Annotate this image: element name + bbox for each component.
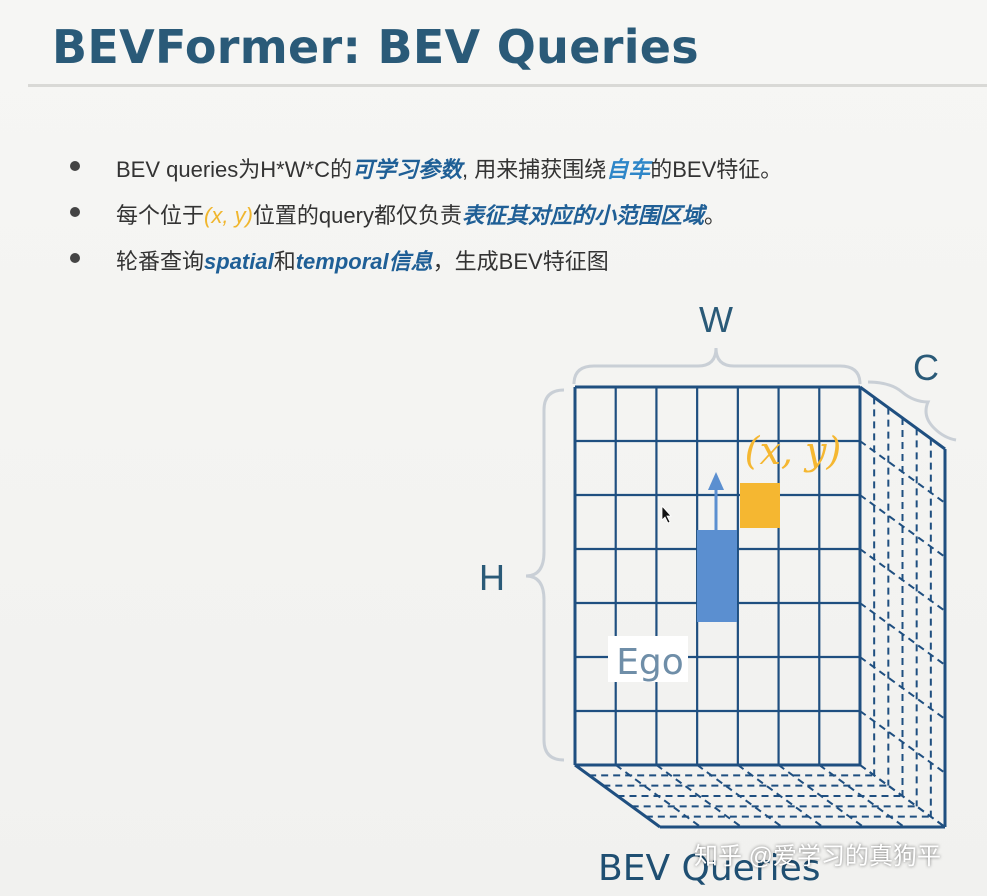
slide-title: BEVFormer: BEV Queries [52, 20, 699, 74]
bullet-text-part: 每个位于 [116, 203, 205, 228]
grid-hidden-edge [859, 494, 946, 558]
bullet-text: 轮番查询spatial和temporal信息，生成BEV特征图 [116, 244, 609, 276]
bullet-emphasis: 可学习参数 [351, 157, 462, 182]
w-label: W [699, 299, 733, 340]
bullet-item-1: BEV queries为H*W*C的可学习参数, 用来捕获围绕自车的BEV特征。 [70, 152, 970, 198]
bullet-item-2: 每个位于(x, y)位置的query都仅负责表征其对应的小范围区域。 [70, 198, 970, 244]
xy-label: (x, y) [745, 429, 842, 473]
grid-hidden-edge [859, 440, 946, 504]
grid-hidden-edge [777, 764, 865, 828]
grid-hidden-edge [655, 764, 743, 828]
grid-line [574, 763, 661, 829]
bullet-emphasis: 信息 [388, 249, 433, 274]
h-brace [525, 388, 565, 762]
bullet-dot-icon [70, 253, 80, 263]
c-brace [867, 380, 957, 442]
title-divider [28, 84, 987, 87]
h-label: H [479, 557, 505, 598]
bullet-text-part: 的BEV特征。 [650, 157, 783, 182]
query-cell [740, 483, 780, 528]
grid-hidden-edge [859, 710, 946, 774]
grid-hidden-edge [859, 656, 946, 720]
bullet-list: BEV queries为H*W*C的可学习参数, 用来捕获围绕自车的BEV特征。… [70, 152, 970, 290]
bullet-text: 每个位于(x, y)位置的query都仅负责表征其对应的小范围区域。 [116, 198, 726, 230]
grid-hidden-edge [859, 764, 946, 828]
bullet-text-part: 。 [703, 203, 726, 228]
bullet-item-3: 轮番查询spatial和temporal信息，生成BEV特征图 [70, 244, 970, 290]
diagram-caption: BEV Queries [598, 848, 821, 889]
bullet-dot-icon [70, 161, 80, 171]
ego-heading-arrow-head-icon [708, 472, 724, 490]
w-brace [572, 347, 862, 385]
bullet-text-part: BEV queries为H*W*C的 [116, 157, 352, 182]
mouse-cursor-icon [661, 504, 672, 524]
c-label: C [913, 347, 939, 388]
bullet-emphasis: temporal [295, 249, 389, 274]
ego-label-bg [608, 636, 688, 682]
bullet-text-part: 轮番查询 [116, 249, 205, 274]
watermark: 知乎 @爱学习的真狗平 [694, 843, 942, 870]
ego-vehicle-block [697, 530, 737, 622]
bullet-dot-icon [70, 207, 80, 217]
bullet-emphasis: (x, y) [204, 203, 253, 228]
grid-hidden-edge [859, 602, 946, 666]
bullet-emphasis: spatial [204, 249, 274, 274]
bullet-emphasis: 表征其对应的小范围区域 [461, 203, 704, 228]
grid-line [859, 385, 946, 451]
grid-hidden-edge [859, 548, 946, 612]
bullet-text: BEV queries为H*W*C的可学习参数, 用来捕获围绕自车的BEV特征。 [116, 152, 782, 184]
bullet-text-part: , 用来捕获围绕 [461, 157, 607, 182]
ego-label: Ego [616, 642, 684, 683]
bullet-emphasis: 自车 [606, 157, 651, 182]
bullet-text-part: ，生成BEV特征图 [432, 249, 609, 274]
bullet-text-part: 和 [273, 249, 296, 274]
bullet-text-part: 位置的query都仅负责 [252, 203, 462, 228]
